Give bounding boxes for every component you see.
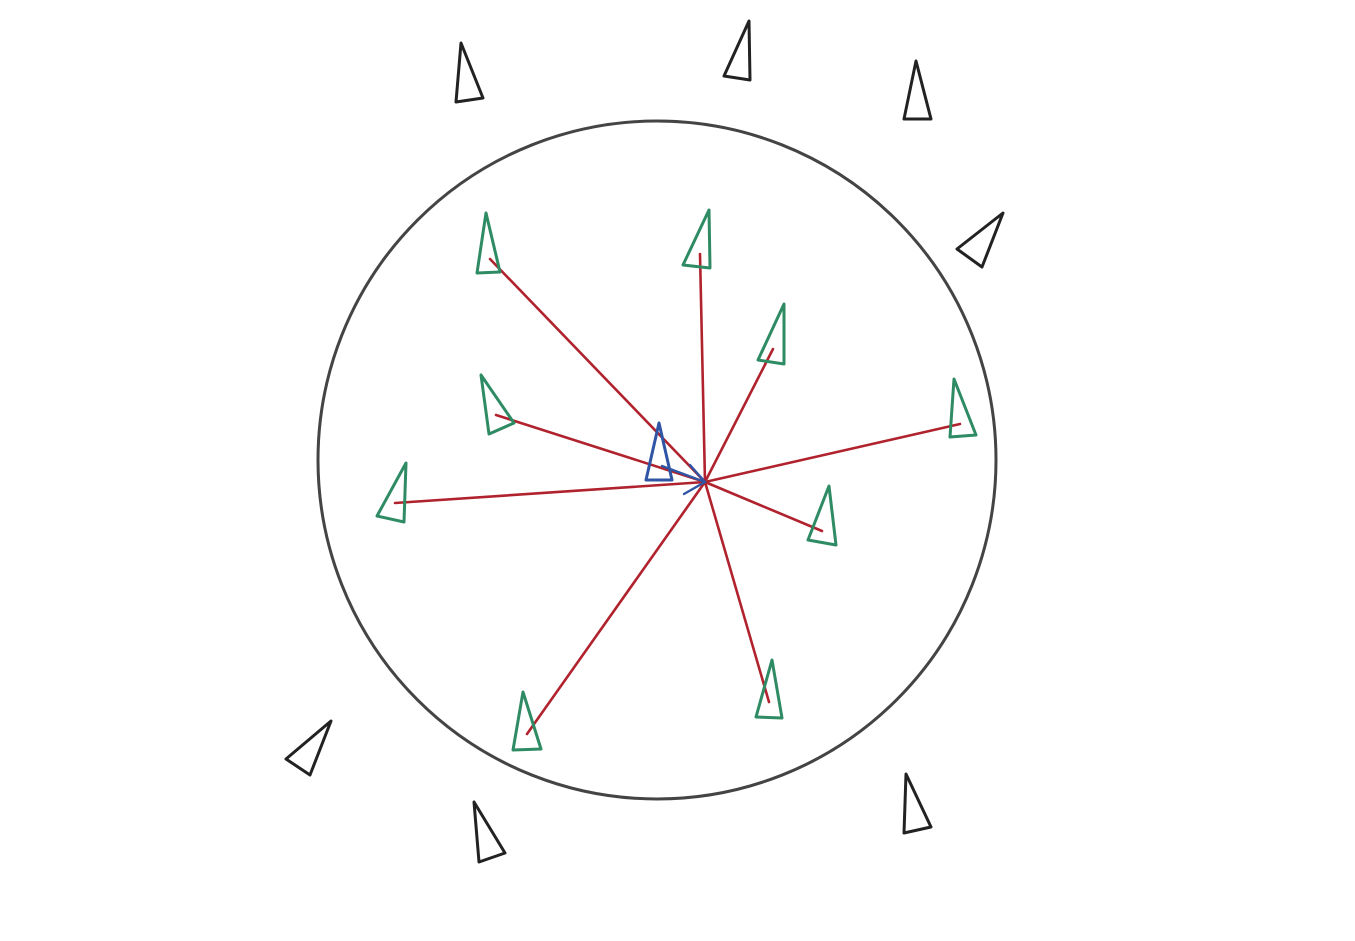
outside-agent-icon	[284, 719, 333, 777]
outside-agent-icon	[722, 19, 752, 82]
resultant-arrowhead	[682, 463, 707, 496]
outside-agent-icon	[472, 800, 507, 864]
outside-agent-icon	[454, 41, 485, 104]
focal-agent-icon	[644, 421, 674, 482]
neighbor-agent-icon	[681, 208, 712, 270]
neighbor-agent-icon	[754, 658, 784, 720]
vector-to-neighbor-2	[698, 252, 707, 484]
vector-to-neighbor-3	[703, 347, 775, 484]
neighbor-agent-icon	[475, 211, 502, 275]
outside-agent-icon	[902, 59, 933, 121]
force-vectors	[393, 252, 962, 736]
vector-to-neighbor-1	[488, 257, 707, 484]
neighbor-agent-icon	[948, 377, 978, 439]
vector-to-neighbor-6	[393, 480, 707, 505]
perception-radius-circle	[316, 119, 998, 801]
vector-to-neighbor-5	[703, 422, 962, 484]
resultant-arrow	[660, 464, 707, 484]
vector-to-neighbor-7	[703, 480, 824, 533]
neighbor-agent-icon	[375, 461, 408, 524]
neighbor-agent-icon	[756, 302, 786, 366]
neighbor-agent-icon	[479, 373, 516, 436]
outside-agents	[284, 19, 1005, 864]
vector-to-neighbor-9	[703, 480, 771, 704]
outside-agent-icon	[955, 211, 1005, 269]
outside-agent-icon	[902, 772, 933, 835]
vector-to-neighbor-8	[525, 480, 707, 736]
neighbor-agent-icon	[511, 690, 543, 752]
neighbor-agent-icon	[806, 484, 838, 547]
focal-agent-group	[644, 421, 707, 496]
neighbor-agents	[375, 208, 978, 752]
